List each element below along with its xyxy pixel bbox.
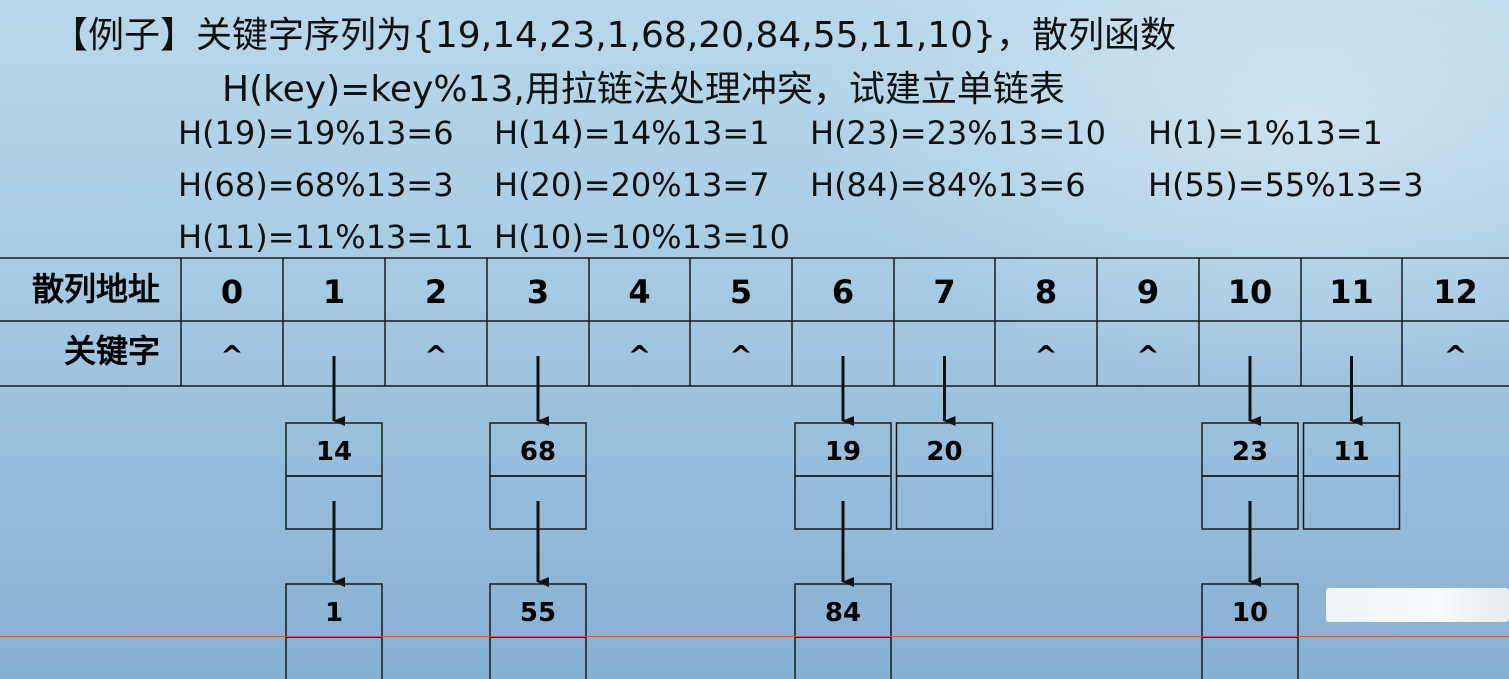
- chain-node-key: 10: [1232, 598, 1268, 628]
- address-cell: 4: [628, 273, 650, 311]
- hash-calc: H(10)=10%13=10: [494, 218, 790, 256]
- chain-node-pointer: [1201, 636, 1299, 679]
- address-cell: 7: [933, 273, 955, 311]
- chain-node-key: 11: [1333, 437, 1369, 467]
- chain-node-key: 14: [316, 437, 352, 467]
- chain-node-key: 68: [520, 437, 556, 467]
- chain-node-pointer: [285, 636, 383, 679]
- address-cell: 12: [1433, 273, 1478, 311]
- chain-node-pointer: [794, 636, 892, 679]
- chain-node-pointer: [895, 475, 994, 530]
- hash-calc: H(55)=55%13=3: [1148, 166, 1424, 204]
- row-label-address: 散列地址: [32, 270, 160, 308]
- chain-node-key: 19: [825, 437, 861, 467]
- null-pointer-marker: ^: [628, 339, 651, 372]
- address-cell: 1: [323, 273, 345, 311]
- hash-calc: H(23)=23%13=10: [810, 114, 1106, 152]
- red-guide-line: [0, 636, 1509, 637]
- hash-calc: H(14)=14%13=1: [494, 114, 770, 152]
- address-cell: 0: [221, 273, 243, 311]
- hash-calc: H(20)=20%13=7: [494, 166, 770, 204]
- example-subtitle: H(key)=key%13,用拉链法处理冲突，试建立单链表: [222, 69, 1065, 110]
- address-cell: 10: [1228, 273, 1273, 311]
- null-pointer-marker: ^: [1444, 339, 1467, 372]
- null-pointer-marker: ^: [424, 339, 447, 372]
- chain-node-key: 84: [825, 598, 861, 628]
- hash-calc: H(1)=1%13=1: [1148, 114, 1383, 152]
- hash-calc: H(19)=19%13=6: [178, 114, 454, 152]
- hash-calc: H(84)=84%13=6: [810, 166, 1086, 204]
- address-cell: 2: [425, 273, 447, 311]
- chain-node-key: 20: [926, 437, 962, 467]
- chain-node-key: 23: [1232, 437, 1268, 467]
- address-cell: 3: [527, 273, 549, 311]
- null-pointer-marker: ^: [729, 339, 752, 372]
- example-title: 【例子】关键字序列为{19,14,23,1,68,20,84,55,11,10}…: [52, 15, 1176, 56]
- address-cell: 6: [832, 273, 854, 311]
- address-cell: 8: [1035, 273, 1057, 311]
- null-pointer-marker: ^: [1034, 339, 1057, 372]
- address-cell: 5: [730, 273, 752, 311]
- address-cell: 9: [1137, 273, 1159, 311]
- null-pointer-marker: ^: [220, 339, 243, 372]
- hash-calc: H(68)=68%13=3: [178, 166, 454, 204]
- chain-node-key: 1: [325, 598, 343, 628]
- chain-node-key: 55: [520, 598, 556, 628]
- watermark-patch: [1326, 588, 1509, 622]
- row-label-key: 关键字: [64, 332, 160, 370]
- chain-node-pointer: [489, 636, 587, 679]
- null-pointer-marker: ^: [1136, 339, 1159, 372]
- hash-calc: H(11)=11%13=11: [178, 218, 474, 256]
- address-cell: 11: [1329, 273, 1374, 311]
- chain-node-pointer: [1302, 475, 1401, 530]
